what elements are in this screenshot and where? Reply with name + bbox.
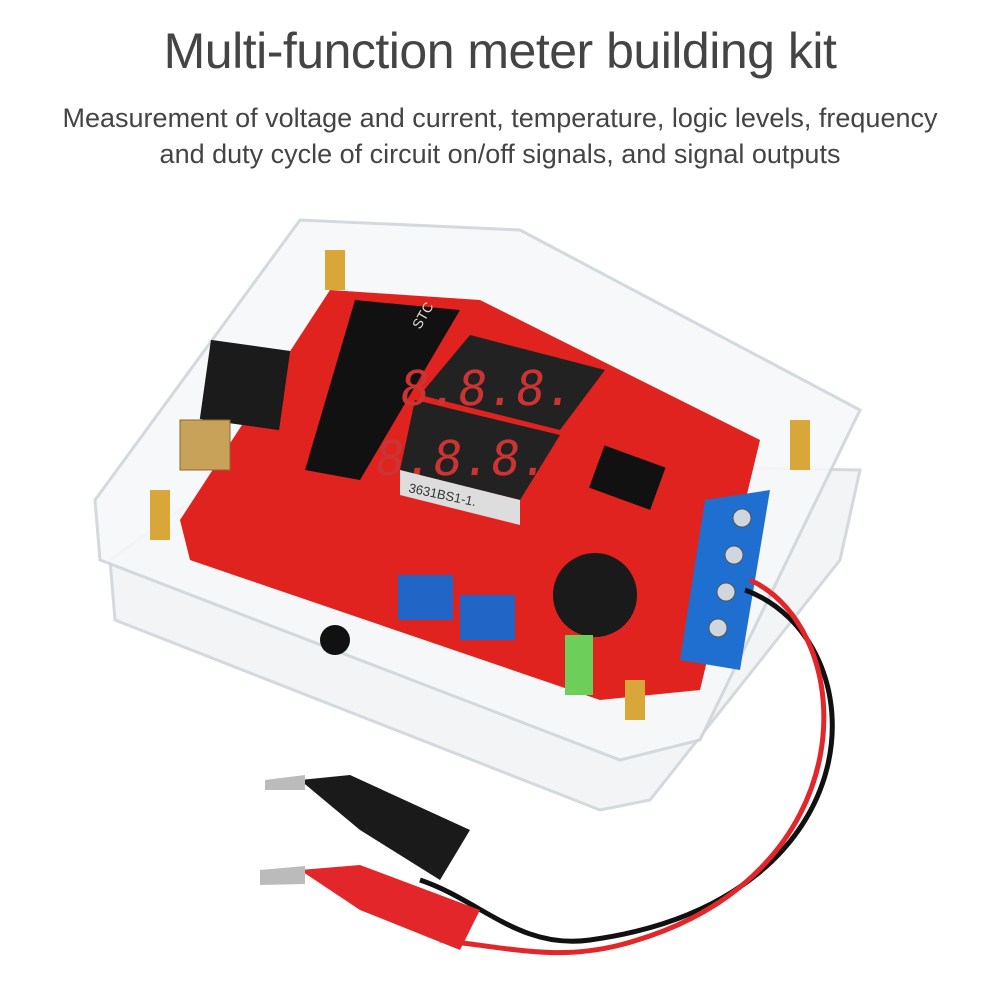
potentiometer-1 [398, 575, 453, 620]
page-title: Multi-function meter building kit [163, 23, 837, 79]
alligator-clip-black [300, 775, 470, 880]
buzzer [553, 553, 637, 637]
slide-switch [179, 419, 231, 471]
jumper [565, 635, 593, 695]
seven-segment-display: 8.8.8. 8.8.8. 3631BS1-1. [372, 335, 605, 525]
red-wire [439, 577, 827, 956]
display-digits-bottom: 8.8.8. [372, 431, 553, 487]
push-button[interactable] [320, 625, 350, 655]
mcu-chip [305, 300, 460, 480]
standoffs [150, 250, 810, 720]
display-digits-top: 8.8.8. [396, 361, 577, 417]
op-amp-chip [589, 445, 666, 510]
potentiometer-2 [460, 595, 515, 640]
alligator-clip-red [300, 865, 480, 950]
page-subtitle: Measurement of voltage and current, temp… [62, 103, 938, 169]
terminal-block [680, 490, 770, 670]
dc-jack [199, 339, 291, 431]
